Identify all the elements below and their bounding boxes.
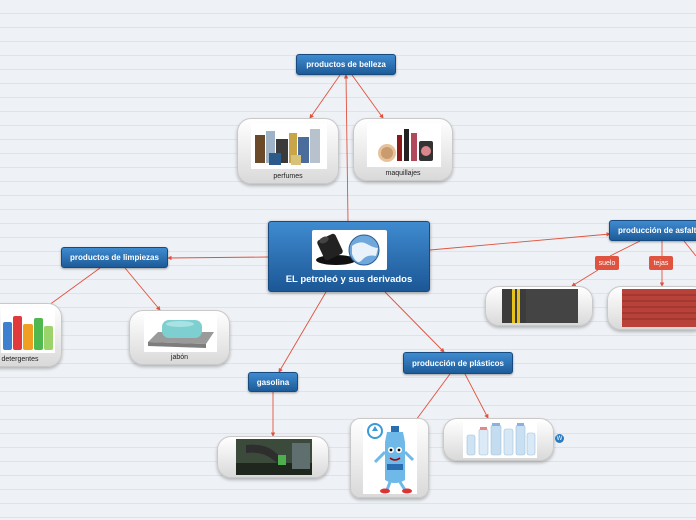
perfume-bottles-image bbox=[251, 123, 327, 169]
connector-central-asfalto bbox=[429, 232, 611, 251]
card-plastic-bottles[interactable] bbox=[443, 418, 554, 461]
plastic-bottles-image bbox=[463, 421, 537, 458]
fuel-nozzle-image bbox=[236, 439, 312, 475]
card-detergentes[interactable]: detergentes bbox=[0, 303, 62, 367]
connector-central-belleza bbox=[343, 74, 349, 222]
connector-limpiezas-jabon bbox=[124, 267, 161, 311]
connector-suelo-road bbox=[571, 269, 599, 287]
connector-belleza-perfumes bbox=[309, 74, 341, 119]
bottle-mascot-image bbox=[363, 422, 417, 494]
topic-produccion-de-asfalto[interactable]: producción de asfalto bbox=[609, 220, 696, 241]
tag-suelo[interactable]: suelo bbox=[595, 256, 619, 270]
caption-jabon: jabón bbox=[170, 354, 189, 361]
asphalt-road-image bbox=[502, 289, 578, 323]
makeup-image bbox=[367, 123, 441, 167]
connector-plasticos-mascot bbox=[415, 373, 451, 421]
card-gasolina-image[interactable] bbox=[217, 436, 329, 478]
soap-image bbox=[144, 314, 217, 352]
topic-productos-de-limpiezas[interactable]: productos de limpiezas bbox=[61, 247, 168, 268]
caption-detergentes: detergentes bbox=[1, 356, 39, 363]
card-asphalt-road[interactable] bbox=[485, 286, 593, 326]
roof-tiles-image bbox=[622, 289, 696, 327]
wordpress-icon[interactable]: W bbox=[555, 434, 564, 443]
connector-asfalto-right bbox=[683, 240, 696, 257]
central-topic[interactable]: EL petroleó y sus derivados bbox=[268, 221, 430, 292]
topic-produccion-de-plasticos[interactable]: producción de plásticos bbox=[403, 352, 513, 374]
detergent-bottles-image bbox=[1, 308, 55, 353]
central-title: EL petroleó y sus derivados bbox=[285, 274, 413, 285]
tag-tejas[interactable]: tejas bbox=[649, 256, 673, 270]
connector-limpiezas-detergentes bbox=[44, 267, 101, 309]
caption-maquillajes: maquillajes bbox=[385, 170, 421, 177]
card-perfumes[interactable]: perfumes bbox=[237, 118, 339, 184]
card-roof-tiles[interactable] bbox=[607, 286, 696, 330]
caption-perfumes: perfumes bbox=[273, 173, 303, 180]
topic-productos-de-belleza[interactable]: productos de belleza bbox=[296, 54, 396, 75]
connector-asfalto-suelo bbox=[609, 240, 641, 257]
card-jabon[interactable]: jabón bbox=[129, 310, 230, 365]
connector-central-plasticos bbox=[384, 291, 445, 353]
connector-central-gasolina bbox=[278, 291, 327, 373]
connector-central-limpiezas bbox=[167, 255, 269, 261]
card-maquillajes[interactable]: maquillajes bbox=[353, 118, 453, 181]
connector-plasticos-bottles bbox=[464, 373, 489, 419]
topic-gasolina[interactable]: gasolina bbox=[248, 372, 298, 392]
connector-belleza-maquillajes bbox=[351, 74, 384, 119]
card-plastic-bottle-mascot[interactable] bbox=[350, 418, 429, 498]
oil-globe-icon bbox=[312, 230, 387, 270]
